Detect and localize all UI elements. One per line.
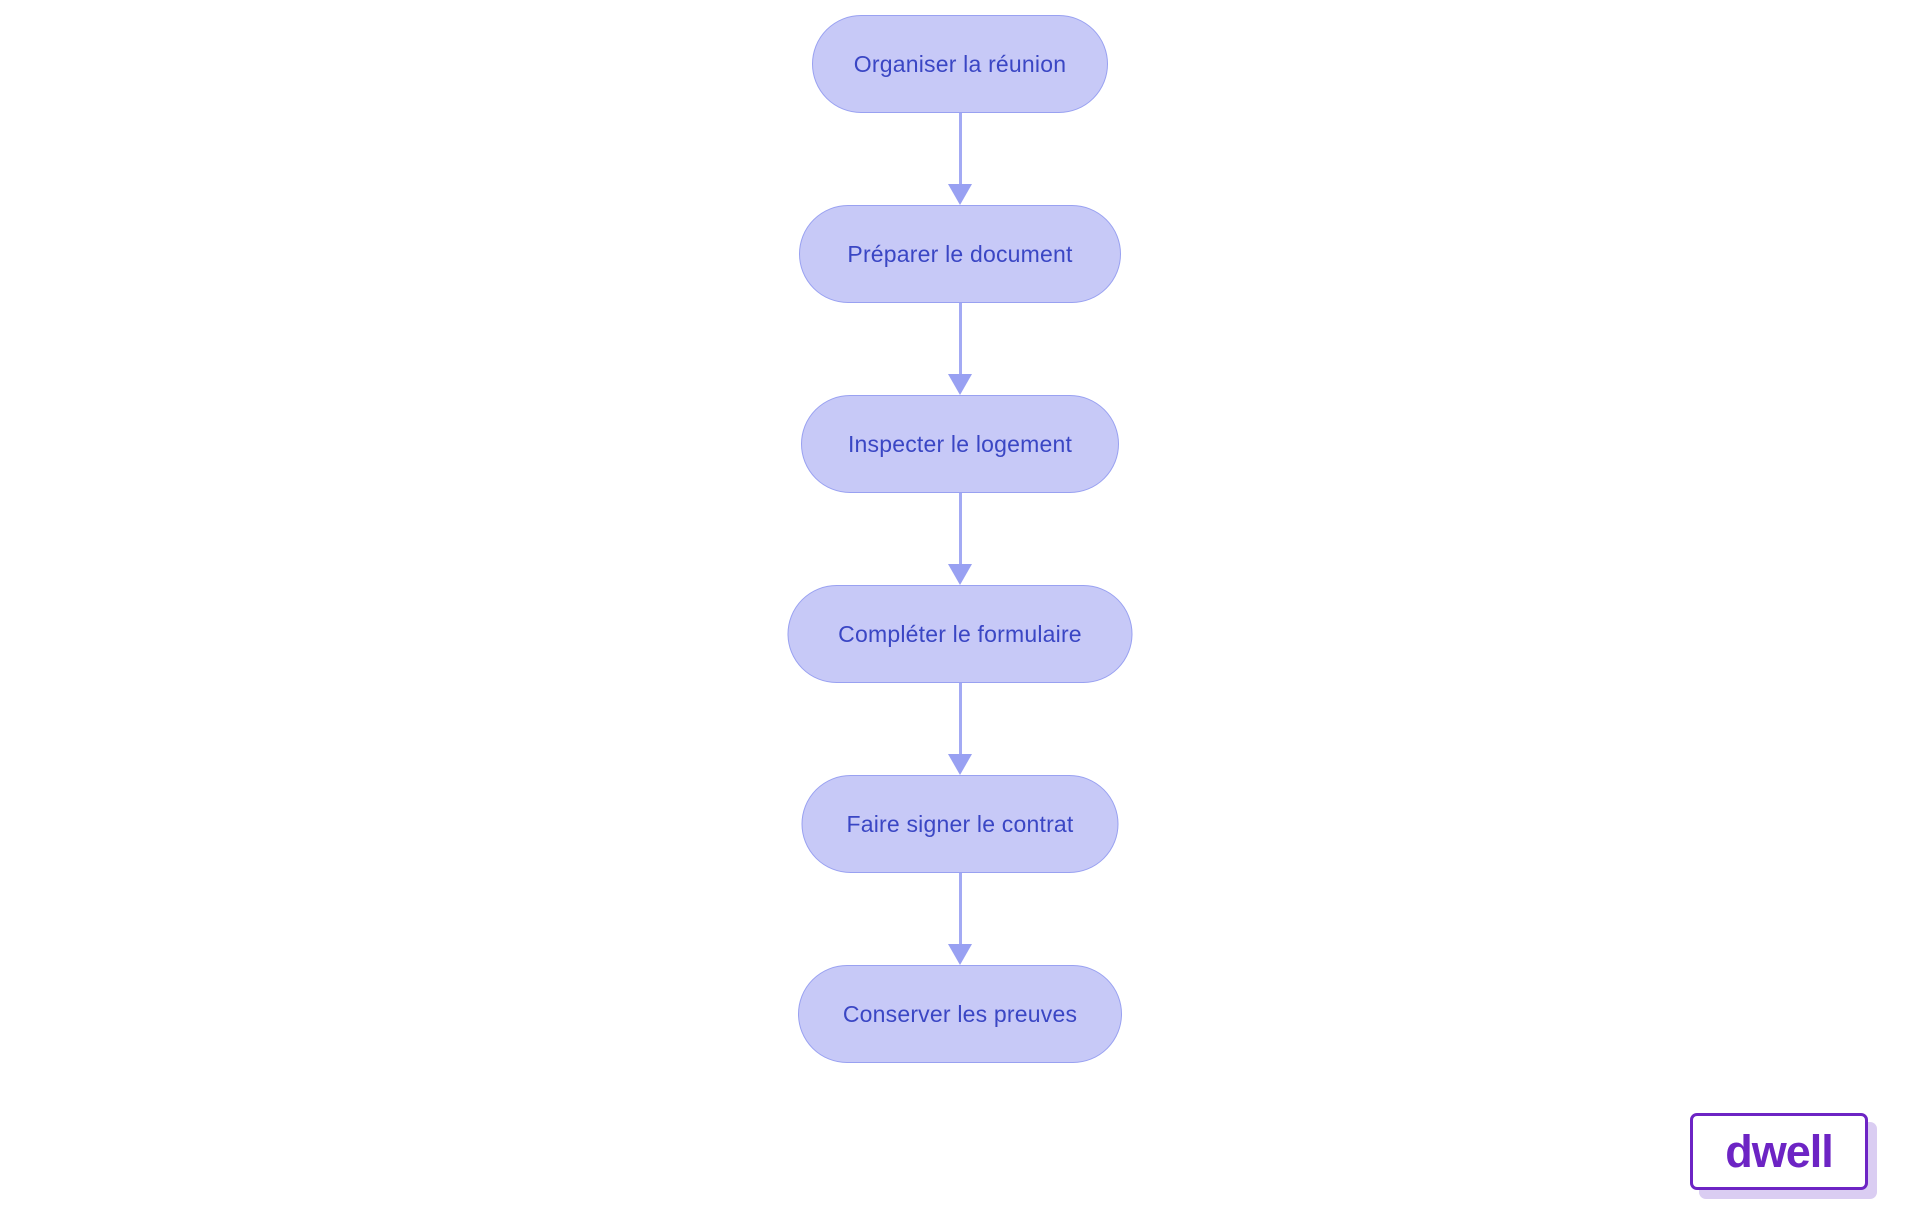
arrow-head-down-icon (948, 564, 972, 585)
arrow-shaft (958, 303, 962, 374)
arrow-shaft (958, 493, 962, 564)
flow-node-organiser-la-reunion: Organiser la réunion (812, 15, 1108, 113)
arrow-head-down-icon (948, 184, 972, 205)
flow-arrow-5 (947, 873, 973, 965)
flow-arrow-2 (947, 303, 973, 395)
arrow-shaft (958, 873, 962, 944)
flow-node-label: Faire signer le contrat (846, 810, 1074, 837)
flow-node-preparer-le-document: Préparer le document (799, 205, 1121, 303)
arrow-head-down-icon (948, 754, 972, 775)
flow-node-label: Conserver les preuves (842, 1000, 1078, 1027)
flow-node-completer-le-formulaire: Compléter le formulaire (787, 585, 1133, 683)
flow-node-inspecter-le-logement: Inspecter le logement (801, 395, 1119, 493)
flow-arrow-4 (947, 683, 973, 775)
flow-node-label: Compléter le formulaire (838, 620, 1082, 647)
flow-arrow-1 (947, 113, 973, 205)
flow-node-faire-signer-le-contrat: Faire signer le contrat (801, 775, 1119, 873)
dwell-logo-text: dwell (1725, 1125, 1834, 1177)
arrow-shaft (958, 113, 962, 184)
arrow-head-down-icon (948, 374, 972, 395)
arrow-head-down-icon (948, 944, 972, 965)
arrow-shaft (958, 683, 962, 754)
flow-node-label: Préparer le document (847, 240, 1073, 267)
dwell-logo: dwell (1690, 1113, 1868, 1190)
flow-arrow-3 (947, 493, 973, 585)
flow-node-label: Organiser la réunion (853, 50, 1067, 77)
flow-node-conserver-les-preuves: Conserver les preuves (798, 965, 1122, 1063)
flow-node-label: Inspecter le logement (847, 430, 1073, 457)
